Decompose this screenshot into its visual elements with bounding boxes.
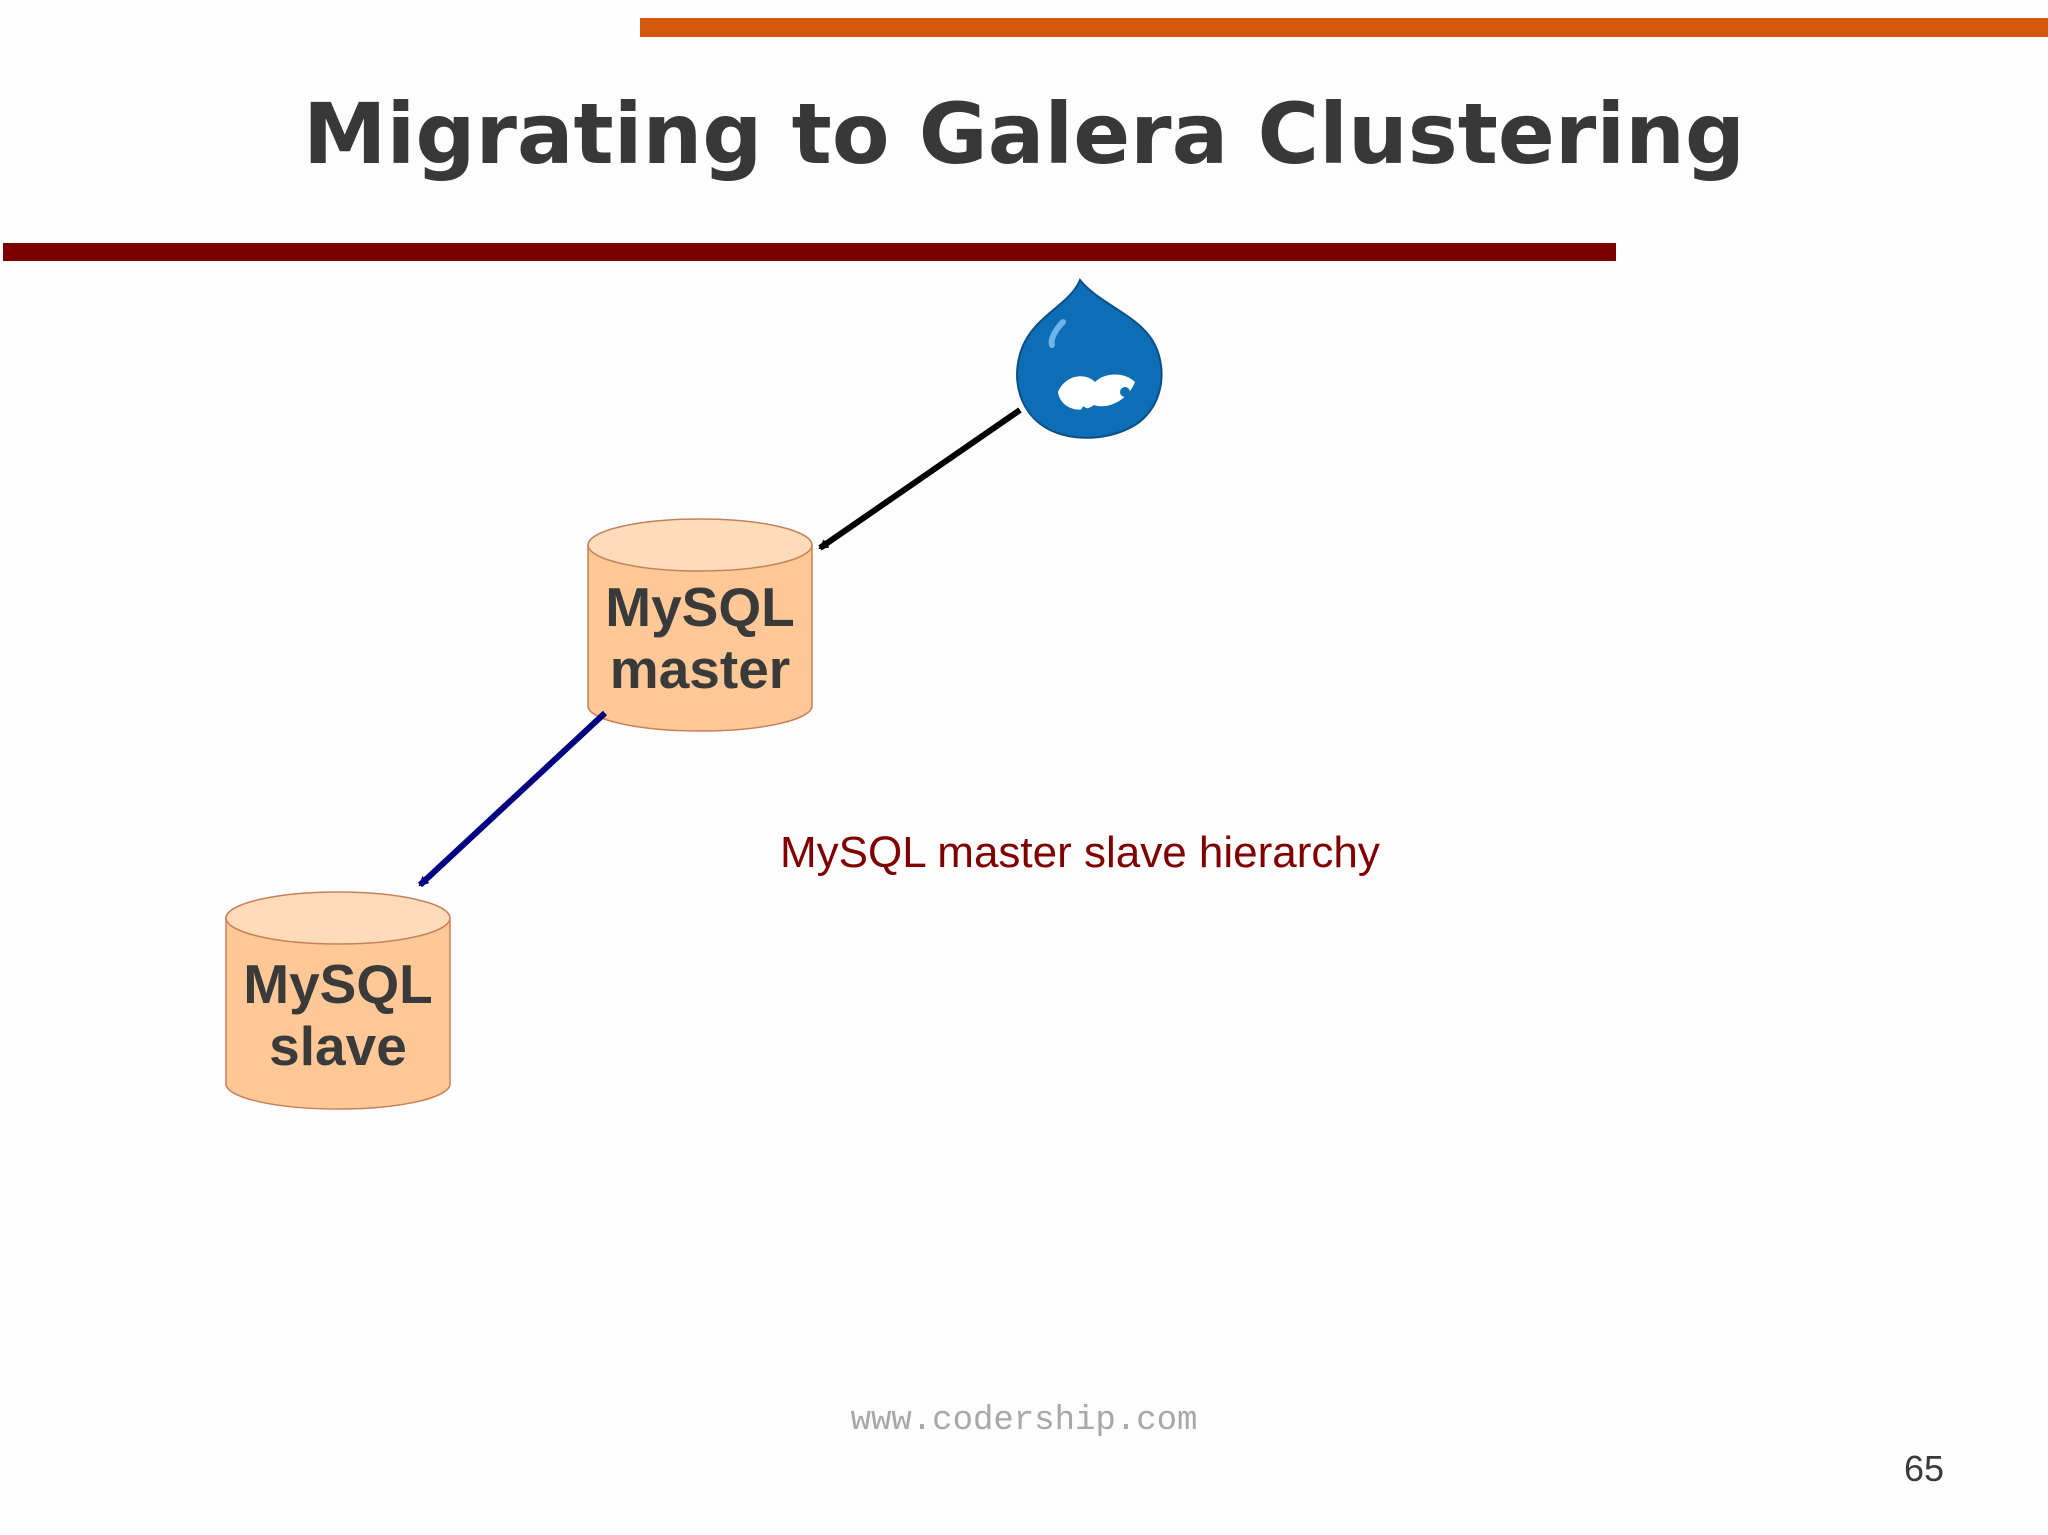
mysql-master-label: MySQL master <box>588 576 812 700</box>
title-underline-bar <box>3 243 1616 261</box>
footer-url: www.codership.com <box>850 1402 1198 1440</box>
diagram-caption: MySQL master slave hierarchy <box>780 828 1380 877</box>
mysql-master-label-line1: MySQL <box>605 576 795 638</box>
page-number: 65 <box>1903 1448 1944 1489</box>
master-to-slave-arrow <box>417 710 608 888</box>
mysql-slave-label: MySQL slave <box>226 953 450 1077</box>
mysql-slave-label-line2: slave <box>269 1015 407 1077</box>
mysql-slave-label-line1: MySQL <box>243 953 433 1015</box>
top-accent-bar <box>640 18 2048 37</box>
mysql-master-label-line2: master <box>609 638 791 700</box>
drupal-drop-icon <box>1016 278 1163 439</box>
mysql-master-cylinder <box>587 518 813 732</box>
mysql-slave-cylinder <box>225 891 451 1110</box>
slide-title: Migrating to Galera Clustering <box>302 85 1746 183</box>
app-to-master-arrow <box>818 407 1022 551</box>
